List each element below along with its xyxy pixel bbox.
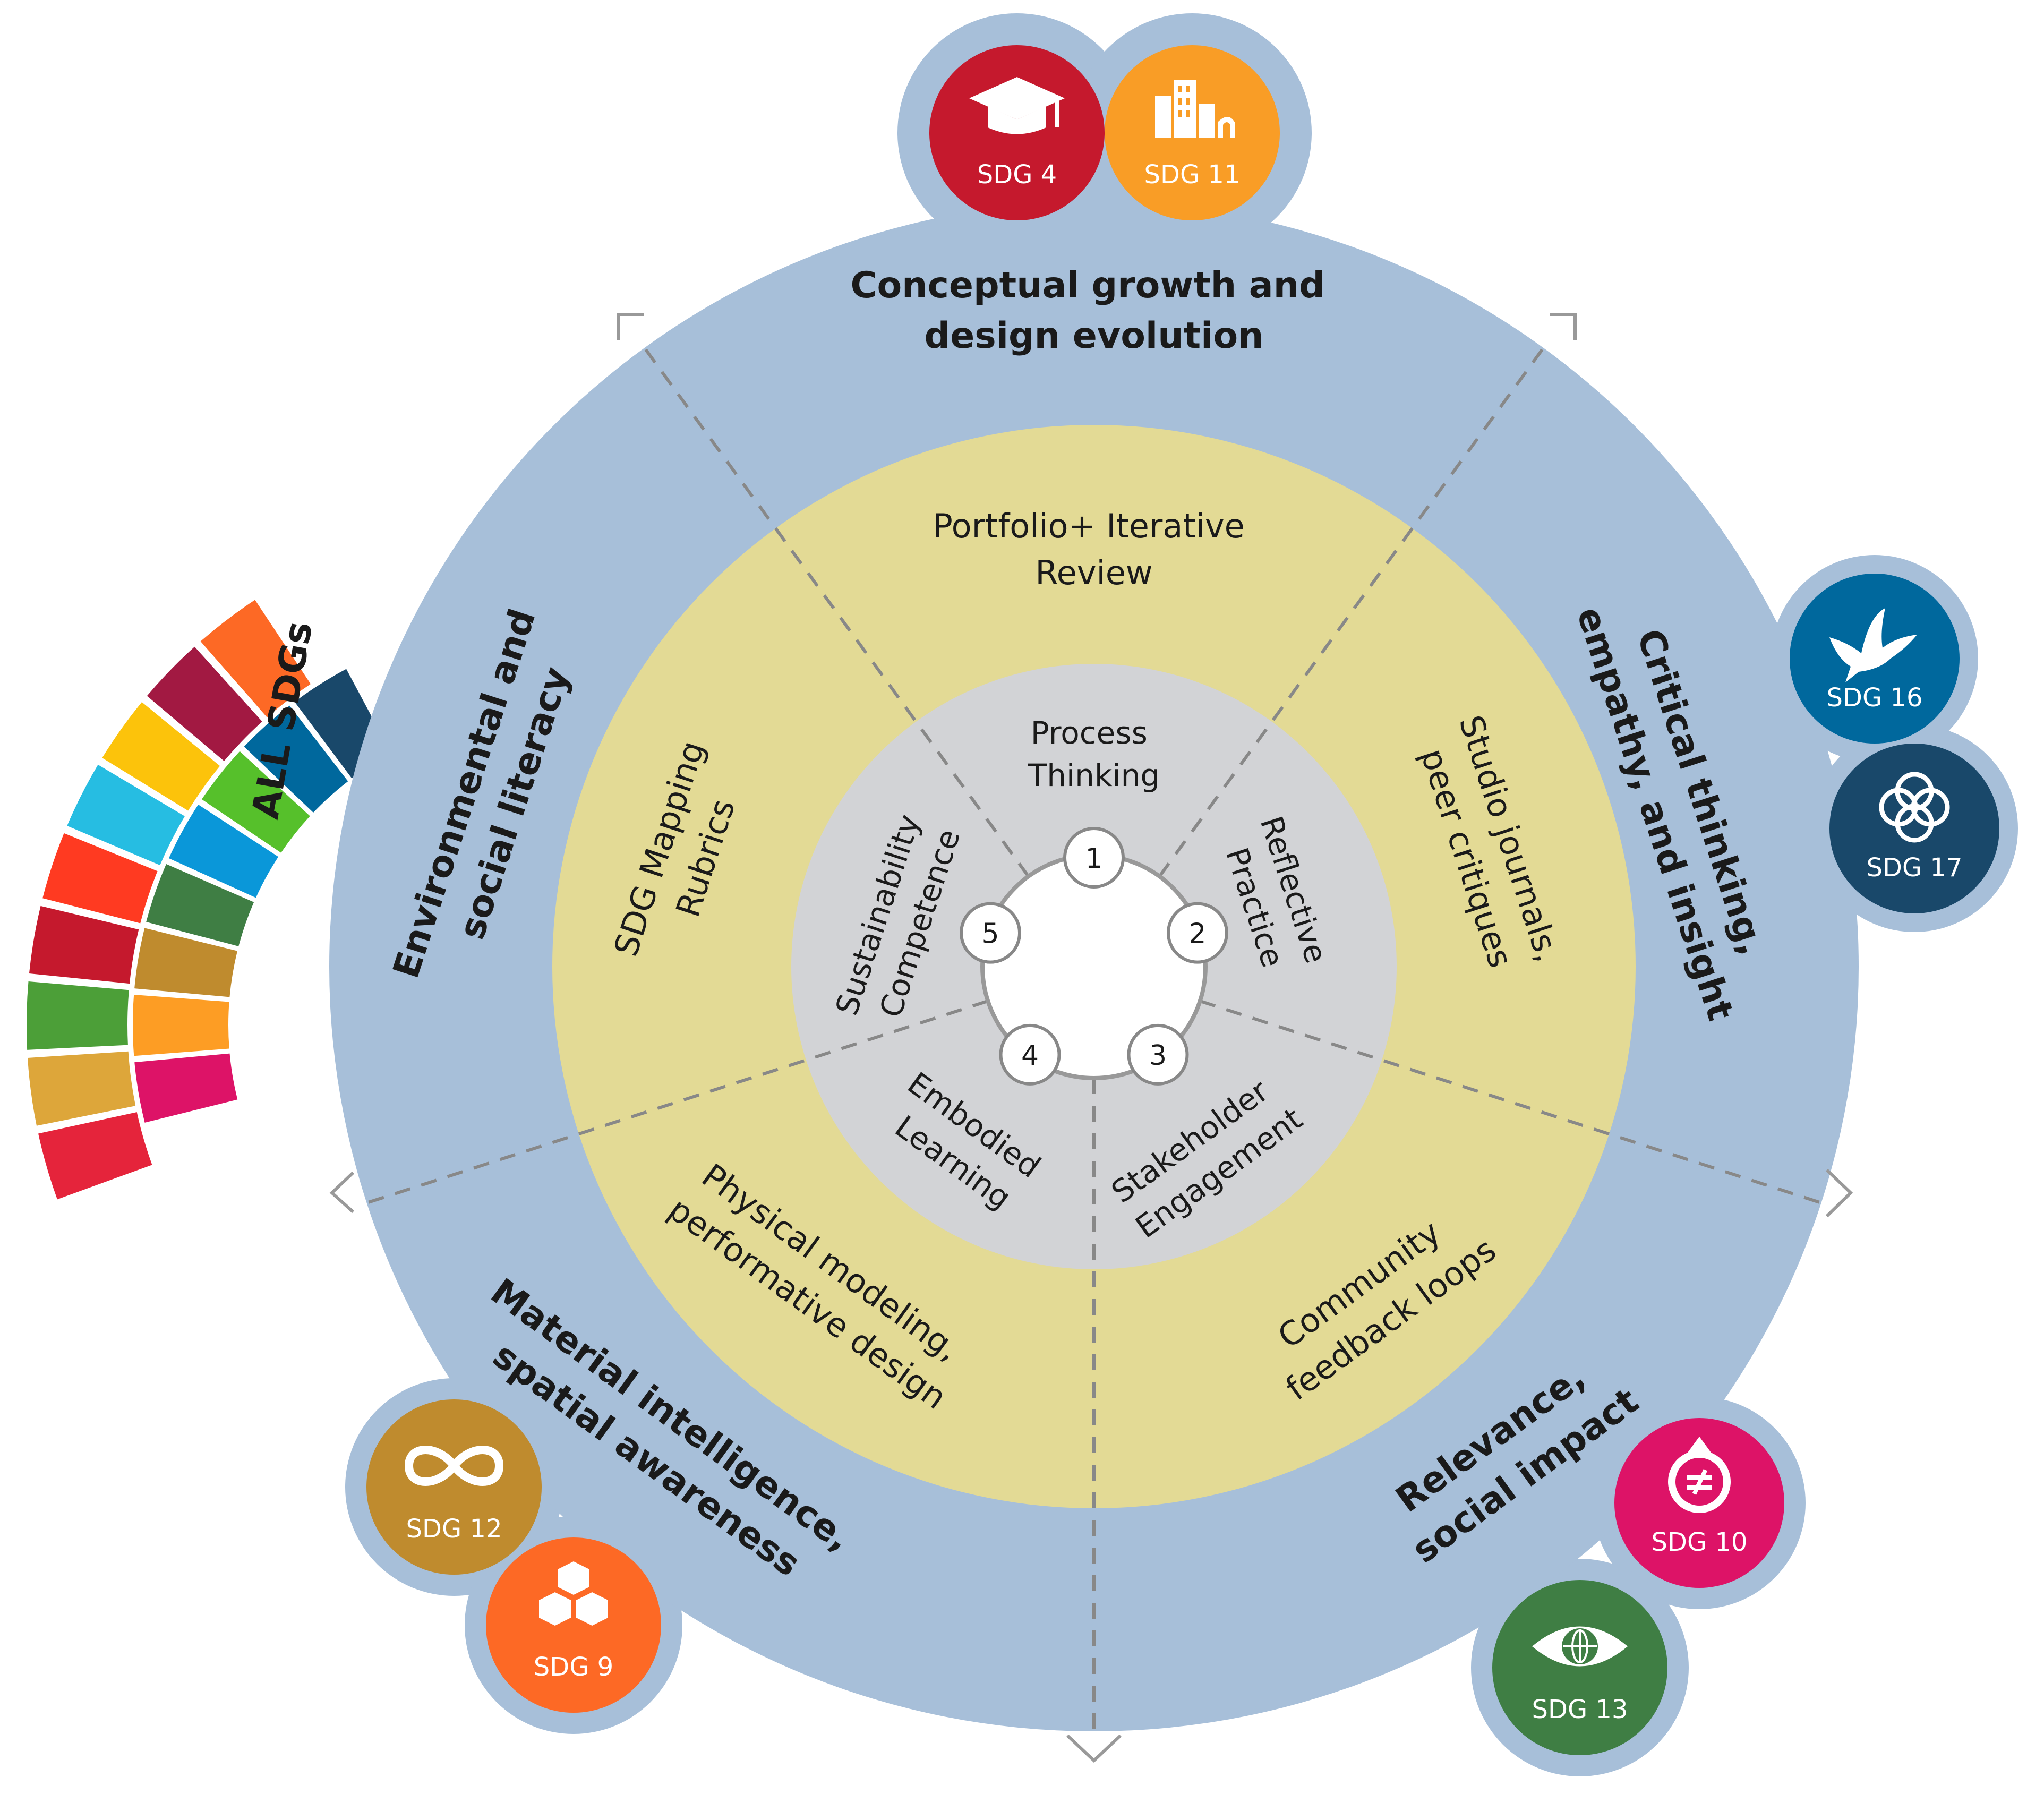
- sdg13-label: SDG 13: [1532, 1695, 1628, 1724]
- step-number: 5: [981, 918, 999, 950]
- bracket-top-right: [1550, 313, 1577, 340]
- step-node: 1: [1063, 827, 1125, 889]
- sdg12-badge: SDG 12: [366, 1399, 542, 1575]
- sdg11-badge: SDG 11: [1105, 45, 1280, 220]
- step-node: 4: [999, 1023, 1061, 1086]
- sdg-tile: [201, 751, 310, 853]
- inner-label-top: Process Thinking: [1028, 715, 1160, 793]
- sdg12-label: SDG 12: [406, 1514, 502, 1544]
- sdg-tile: [244, 705, 348, 813]
- sdg11-label: SDG 11: [1144, 160, 1241, 190]
- sdg17-label: SDG 17: [1867, 853, 1963, 883]
- city-icon: [1155, 80, 1235, 138]
- outer-label-top: Conceptual growth and design evolution: [851, 264, 1338, 357]
- step-number: 3: [1149, 1040, 1167, 1072]
- sdg-tile: [28, 1051, 136, 1126]
- infinity-icon: [404, 1446, 504, 1486]
- bracket-left: [329, 1171, 355, 1214]
- sdg4-badge: SDG 4: [929, 45, 1105, 220]
- rings-icon: [1879, 772, 1950, 843]
- sdg10-badge: SDG 10: [1614, 1418, 1784, 1588]
- step-node: 5: [960, 902, 1022, 964]
- cubes-icon: [539, 1561, 608, 1626]
- sdg10-label: SDG 10: [1652, 1527, 1748, 1557]
- eye-globe-icon: [1532, 1626, 1628, 1667]
- sdg-arc-outer-row: [27, 600, 311, 1200]
- sdg-tile: [29, 905, 139, 984]
- sdg-tile: [146, 864, 254, 946]
- step-node: 2: [1166, 902, 1228, 964]
- sdg-tile: [42, 833, 158, 924]
- sdg-tile: [134, 1053, 238, 1123]
- sdg-tile: [67, 764, 185, 866]
- bracket-top-left: [617, 313, 644, 340]
- graduation-cap-icon: [969, 77, 1065, 134]
- step-node: 3: [1127, 1023, 1189, 1086]
- sdg-tile: [102, 702, 220, 811]
- corner-brackets: [329, 313, 1853, 1763]
- sdg16-label: SDG 16: [1827, 683, 1923, 713]
- equality-icon: [1668, 1437, 1731, 1513]
- sdg16-badge: SDG 16: [1790, 574, 1960, 744]
- middle-label-top: Portfolio+ Iterative Review: [933, 507, 1255, 592]
- sdg-tile: [133, 995, 229, 1056]
- sdg17-badge: SDG 17: [1829, 744, 1999, 913]
- sdg-tile: [38, 1112, 152, 1200]
- sdg9-label: SDG 9: [534, 1652, 613, 1682]
- sdg-tile: [200, 600, 311, 717]
- sdg-tile: [147, 646, 262, 761]
- step-number: 1: [1085, 843, 1102, 875]
- sdg-tile: [27, 981, 129, 1050]
- sdg-tile: [168, 804, 279, 898]
- bracket-bottom: [1066, 1734, 1122, 1763]
- sdg-badges: SDG 4 SDG 11 SDG 16: [366, 45, 1999, 1755]
- dove-icon: [1829, 608, 1917, 682]
- step-number: 4: [1021, 1040, 1039, 1072]
- sdg4-label: SDG 4: [977, 160, 1057, 190]
- sdg-tile: [134, 928, 237, 997]
- sdg13-badge: SDG 13: [1492, 1580, 1667, 1755]
- step-number: 2: [1188, 918, 1206, 950]
- sdg9-badge: SDG 9: [486, 1537, 661, 1713]
- step-nodes: 1 2 3 4 5: [960, 827, 1228, 1086]
- bracket-right: [1825, 1168, 1853, 1218]
